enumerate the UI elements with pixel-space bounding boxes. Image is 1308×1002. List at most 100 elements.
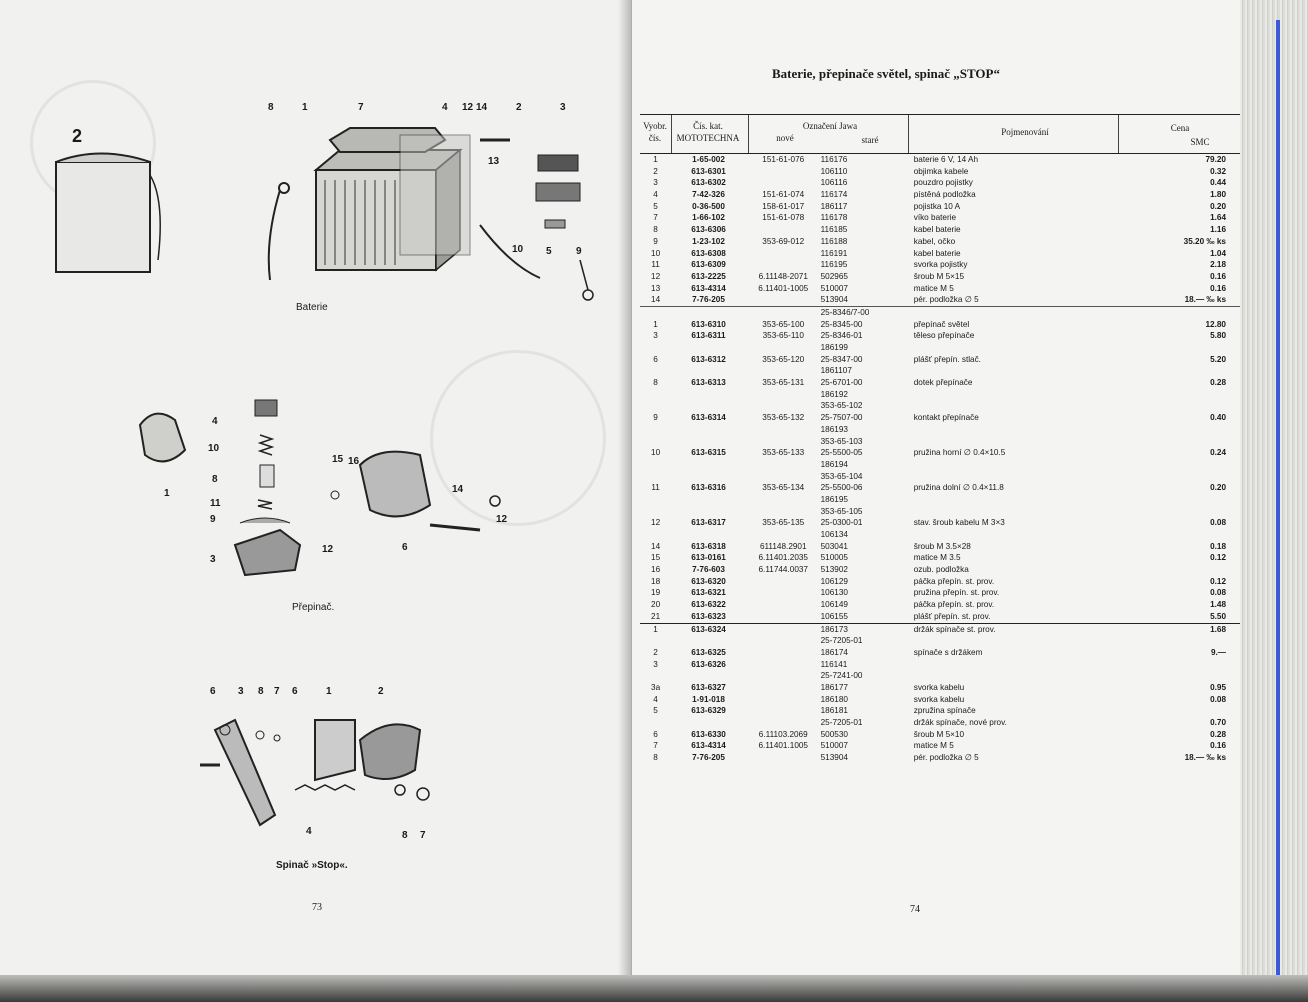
cell-stare: 25-7241-00 — [820, 671, 863, 681]
cell-stare: 106129 — [820, 576, 848, 586]
cell-price: 0.20 — [1210, 201, 1226, 211]
cell-stare: 513904 — [820, 295, 848, 305]
cell-cat: 613-4314 — [691, 283, 726, 293]
cell-stare: 106110 — [820, 166, 848, 176]
cell-price: 1.64 — [1210, 213, 1226, 223]
cell-n: 13 — [651, 283, 661, 293]
cell-price: 0.08 — [1210, 588, 1226, 598]
cell-cat: 1-66-102 — [692, 213, 725, 223]
cell-n: 1 — [653, 155, 658, 164]
cell-stare: 510005 — [820, 553, 848, 563]
col-divider — [908, 115, 909, 153]
cell-name: svorka pojistky — [913, 260, 968, 270]
cell-cat: 613-4314 — [691, 741, 726, 751]
col-divider — [671, 115, 672, 153]
callout: 8 — [268, 102, 274, 113]
cell-name: držák spínače, nové prov. — [913, 718, 1007, 727]
cell-cat: 613-6308 — [691, 248, 726, 258]
cell-n: 16 — [651, 565, 661, 575]
table-row: 353-65-103 — [640, 436, 1240, 448]
cell-price: 0.18 — [1210, 541, 1226, 551]
cell-name — [906, 389, 1132, 401]
callout: 8 — [212, 474, 218, 485]
cell-price: 0.08 — [1210, 694, 1226, 704]
cell-stare: 513904 — [820, 753, 848, 763]
cell-cat: 613-6325 — [691, 647, 726, 657]
cell-price — [1132, 305, 1240, 319]
cell-n — [640, 389, 671, 401]
cell-nove: 151-61-074 — [762, 190, 805, 200]
cell-nove — [746, 294, 821, 306]
callout: 7 — [420, 830, 426, 841]
cell-nove — [746, 224, 821, 236]
cell-cat — [671, 305, 746, 319]
cell-nove — [746, 599, 821, 611]
cell-nove — [746, 694, 821, 706]
cell-cat — [671, 436, 746, 448]
cell-price: 0.12 — [1210, 553, 1226, 563]
cell-n: 4 — [653, 694, 658, 704]
cell-cat — [671, 670, 746, 682]
cell-n: 21 — [651, 611, 661, 621]
cell-n — [640, 436, 671, 448]
cell-stare: 1861107 — [820, 366, 852, 376]
cell-cat: 613-6313 — [691, 378, 726, 388]
cell-cat — [671, 529, 746, 541]
cell-cat: 613-6306 — [691, 225, 726, 235]
cell-stare: 25-7205-01 — [820, 718, 863, 727]
cell-stare: 25-8347-00 — [820, 354, 863, 364]
cell-name: páčka přepín. st. prov. — [913, 576, 995, 586]
cell-nove: 353-65-120 — [762, 354, 805, 364]
callout: 4 — [212, 416, 218, 427]
cell-nove: 353-65-135 — [762, 518, 805, 528]
cell-cat: 1-65-002 — [692, 155, 725, 164]
cell-stare: 353-65-103 — [820, 436, 863, 446]
cell-price — [1132, 471, 1240, 483]
cell-name: šroub M 5×15 — [913, 271, 965, 281]
cell-cat: 613-6315 — [691, 448, 726, 458]
cell-nove — [746, 166, 821, 178]
cell-price: 0.44 — [1210, 178, 1226, 188]
cell-nove: 6.11103.2069 — [758, 729, 808, 739]
callout: 5 — [546, 246, 552, 257]
callout: 1 — [326, 686, 332, 697]
cell-cat: 613-6322 — [691, 600, 726, 610]
cell-n: 20 — [651, 600, 661, 610]
cell-nove — [746, 659, 821, 671]
cell-name: držák spínače st. prov. — [905, 622, 1133, 636]
cell-nove — [746, 400, 821, 412]
cell-name: šroub M 5×10 — [913, 729, 965, 739]
cell-cat: 613-6318 — [691, 541, 726, 551]
cell-price: 0.24 — [1210, 448, 1226, 458]
cell-cat: 613-6320 — [691, 576, 726, 586]
cell-nove: 6.11148-2071 — [758, 271, 808, 281]
cell-price: 5.50 — [1210, 611, 1226, 621]
bleed-through-ghost — [430, 350, 606, 526]
cell-n — [640, 670, 671, 682]
cell-cat: 613-6316 — [691, 483, 726, 493]
cell-price — [1132, 436, 1240, 448]
cell-price: 1.04 — [1210, 248, 1226, 258]
cell-nove — [746, 389, 821, 401]
cell-n: 3 — [653, 659, 658, 669]
cell-cat — [671, 471, 746, 483]
cell-stare: 186173 — [820, 622, 906, 636]
callout: 8 — [402, 830, 408, 841]
cell-cat: 613-6314 — [691, 413, 726, 423]
callout: 1 — [302, 102, 308, 113]
cell-name: pístěná podložka — [913, 190, 976, 200]
cell-name — [906, 659, 1132, 671]
